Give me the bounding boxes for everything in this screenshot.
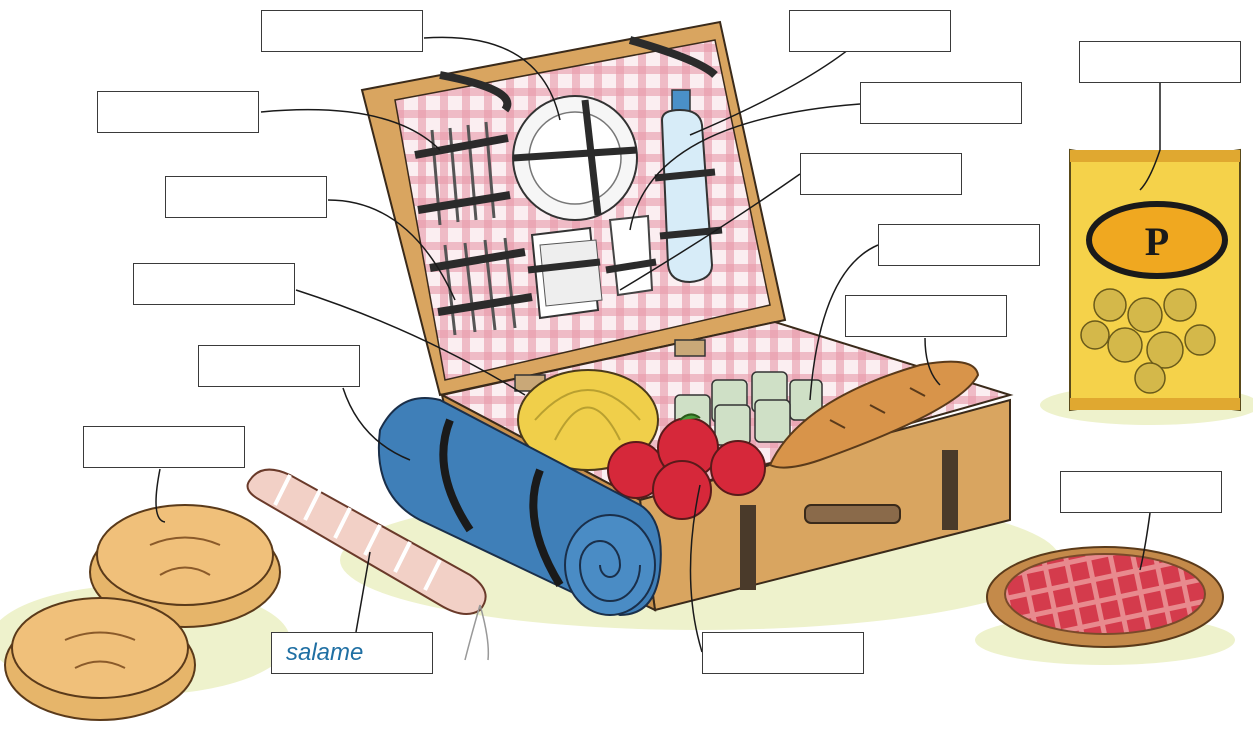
label-box-salame[interactable]: salame (271, 632, 433, 674)
label-text-salame: salame (286, 639, 363, 667)
napkins-icon (528, 228, 602, 318)
label-box-pie[interactable] (1060, 471, 1222, 513)
label-box-napkins[interactable] (133, 263, 295, 305)
label-box-chips[interactable] (1079, 41, 1241, 83)
chips-logo-letter: P (1145, 219, 1169, 264)
plates-icon (513, 96, 637, 220)
label-box-cans[interactable] (800, 153, 962, 195)
label-box-forks[interactable] (97, 91, 259, 133)
label-box-knives[interactable] (165, 176, 327, 218)
label-box-sandwiches[interactable] (83, 426, 245, 468)
pie-icon (987, 547, 1223, 647)
label-box-blanket[interactable] (198, 345, 360, 387)
label-box-cups[interactable] (860, 82, 1022, 124)
label-box-melon[interactable] (845, 295, 1007, 337)
label-box-water-bottle[interactable] (789, 10, 951, 52)
label-box-plates[interactable] (261, 10, 423, 52)
label-box-apples[interactable] (702, 632, 864, 674)
label-box-bread[interactable] (878, 224, 1040, 266)
chips-bag-icon (1070, 150, 1240, 410)
sandwiches-icon (5, 505, 280, 720)
